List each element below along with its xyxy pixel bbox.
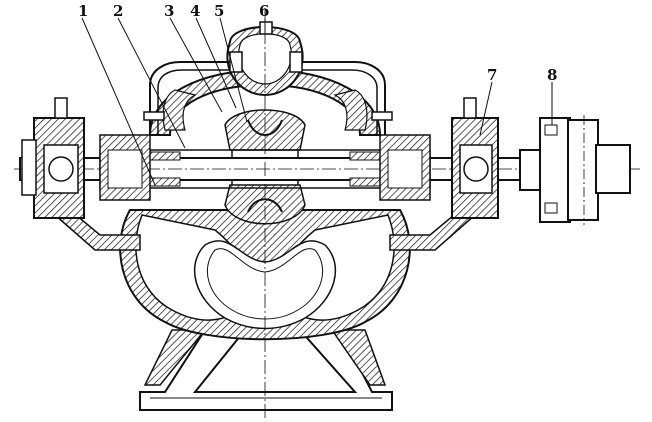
right-bearing-housing bbox=[451, 97, 499, 219]
part-label-5: 5 bbox=[214, 2, 224, 20]
part-label-8: 8 bbox=[547, 66, 557, 84]
part-label-6: 6 bbox=[259, 2, 269, 20]
coupling bbox=[519, 115, 631, 225]
part-labels: 1 2 3 4 5 6 7 8 bbox=[78, 2, 557, 84]
part-label-4: 4 bbox=[190, 2, 200, 20]
part-label-1: 1 bbox=[78, 2, 88, 20]
base-support bbox=[139, 329, 393, 411]
stuffing-boxes bbox=[99, 134, 431, 201]
leader-lines bbox=[81, 17, 553, 186]
part-label-3: 3 bbox=[164, 2, 174, 20]
impeller bbox=[224, 109, 306, 225]
left-bearing-housing bbox=[21, 97, 85, 219]
part-label-2: 2 bbox=[113, 2, 123, 20]
part-label-7: 7 bbox=[487, 66, 497, 84]
